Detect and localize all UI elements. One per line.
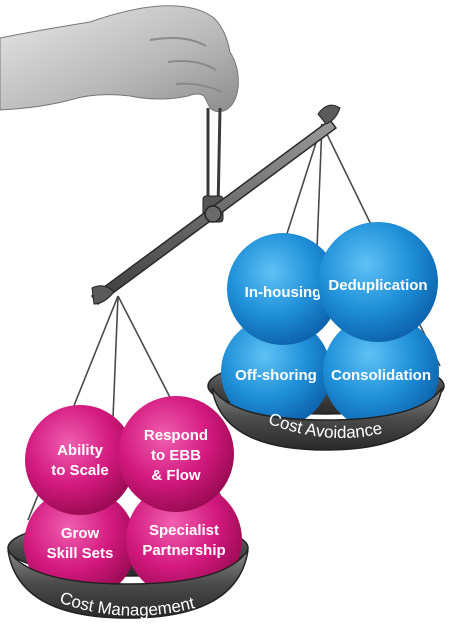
ball-respond-to-ebb-flow: Respond to EBB & Flow bbox=[118, 396, 234, 512]
ball-label-grow-line1: Grow bbox=[61, 525, 100, 542]
ball-label-specialist-line2: Partnership bbox=[142, 542, 225, 559]
ball-off-shoring: Off-shoring bbox=[221, 317, 331, 427]
ball-ability-to-scale: Ability to Scale bbox=[25, 405, 135, 515]
ball-grow-skill-sets: Grow Skill Sets bbox=[24, 488, 136, 600]
ball-in-housing: In-housing bbox=[227, 233, 339, 345]
scale-beam bbox=[90, 104, 341, 306]
right-ball-group: Off-shoring Consolidation In-housing Ded… bbox=[221, 222, 439, 430]
ball-label-consolidation: Consolidation bbox=[331, 367, 431, 384]
ball-label-respond-line1: Respond bbox=[144, 427, 208, 444]
ball-label-grow-line2: Skill Sets bbox=[47, 545, 114, 562]
ball-label-respond-line2: to EBB bbox=[151, 447, 201, 464]
ball-specialist-partnership: Specialist Partnership bbox=[126, 482, 242, 598]
ball-label-ability-line1: Ability bbox=[57, 442, 103, 459]
ball-label-in-housing: In-housing bbox=[245, 284, 322, 301]
left-ball-group: Grow Skill Sets Specialist Partnership A… bbox=[24, 396, 242, 600]
left-pan-front: Cost Management bbox=[7, 549, 249, 620]
ball-label-ability-line2: to Scale bbox=[51, 462, 109, 479]
ball-label-respond-line3: & Flow bbox=[151, 467, 200, 484]
ball-consolidation: Consolidation bbox=[323, 314, 439, 430]
hand-holding-scale-icon bbox=[0, 5, 239, 113]
ball-label-deduplication: Deduplication bbox=[328, 277, 427, 294]
ball-deduplication: Deduplication bbox=[318, 222, 438, 342]
ball-label-off-shoring: Off-shoring bbox=[235, 367, 317, 384]
ball-label-specialist-line1: Specialist bbox=[149, 522, 219, 539]
